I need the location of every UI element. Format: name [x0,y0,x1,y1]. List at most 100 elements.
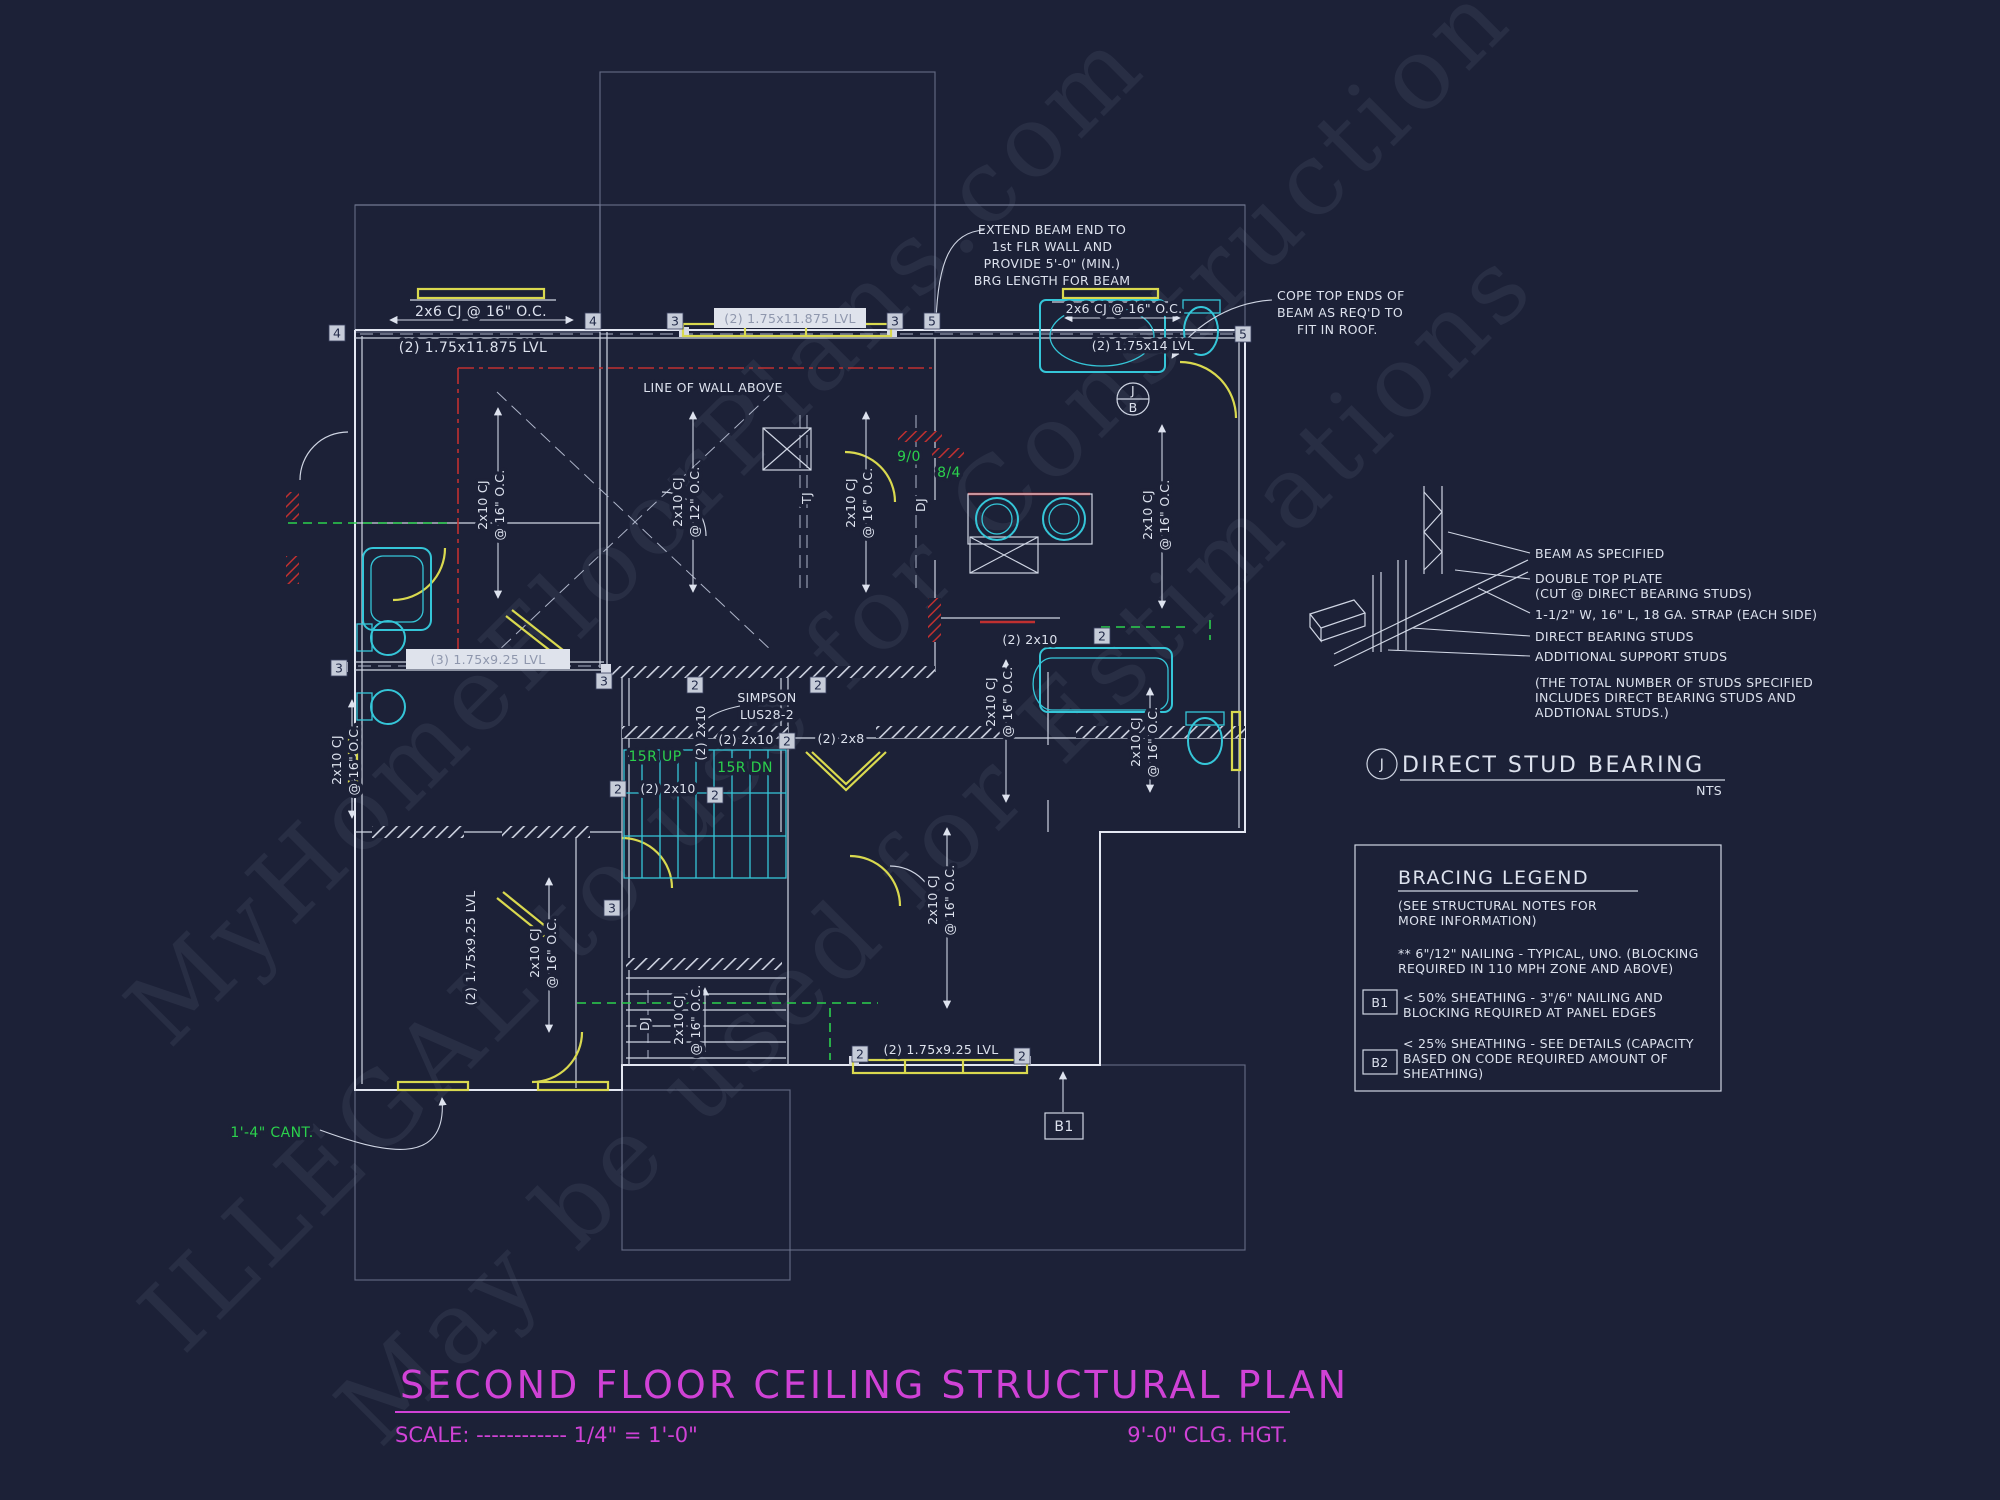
svg-text:SHEATHING): SHEATHING) [1403,1066,1483,1081]
svg-text:5: 5 [1239,327,1247,342]
plan-labels: 2x6 CJ @ 16" O.C. (2) 1.75x11.875 LVL (2… [227,298,1197,1145]
svg-text:3: 3 [600,674,608,689]
svg-text:B1: B1 [1371,995,1388,1010]
scale-note: SCALE: ------------ 1/4" = 1'-0" [395,1423,698,1447]
svg-text:DIRECT STUD BEARING: DIRECT STUD BEARING [1402,753,1705,778]
joist-tag: DJ [913,498,928,512]
plumbing-fixtures [356,299,1225,765]
svg-text:@ 16" O.C.: @ 16" O.C. [1000,666,1015,737]
svg-text:B1: B1 [1054,1119,1073,1135]
door-swing [392,547,447,602]
boxed-beam-label: (3) 1.75x9.25 LVL [406,649,570,669]
svg-text:5: 5 [928,314,936,329]
svg-text:(THE TOTAL NUMBER OF STUDS SPE: (THE TOTAL NUMBER OF STUDS SPECIFIED [1535,675,1813,690]
svg-text:@ 12" O.C.: @ 12" O.C. [687,466,702,537]
svg-text:NTS: NTS [1696,783,1722,798]
svg-text:@ 16" O.C.: @ 16" O.C. [346,724,361,795]
line-of-wall-label: LINE OF WALL ABOVE [643,380,782,395]
joist-label: 2x10 CJ [329,735,344,785]
lvl-beam-bottom [851,1058,1029,1075]
title-block: SECOND FLOOR CEILING STRUCTURAL PLAN SCA… [395,1363,1349,1447]
joist-tag: TJ [799,492,814,505]
joist-label: 2x6 CJ @ 16" O.C. [415,304,547,320]
b1-tag: B1 [1044,1112,1084,1140]
joist-tag: DJ [637,1017,652,1031]
stud-count: 9/0 [897,449,921,465]
svg-text:(3) 1.75x9.25 LVL: (3) 1.75x9.25 LVL [431,652,546,667]
svg-text:MORE INFORMATION): MORE INFORMATION) [1398,913,1537,928]
joist-span-arrows [347,313,1181,1033]
svg-text:** 6"/12" NAILING - TYPICAL, U: ** 6"/12" NAILING - TYPICAL, UNO. (BLOCK… [1398,946,1699,961]
svg-text:1-1/2" W, 16" L, 18 GA. STRAP: 1-1/2" W, 16" L, 18 GA. STRAP (EACH SIDE… [1535,607,1817,622]
cope-note: COPE TOP ENDS OF [1277,288,1405,303]
joist-label: 2x6 CJ @ 16" O.C. [1066,301,1183,316]
hanger-label: LUS28-2 [740,707,794,722]
stair-dn-label: 15R DN [717,760,773,776]
strap-lines [288,522,1211,1060]
svg-text:J: J [1379,757,1385,773]
bathtub-icon [362,547,432,631]
joist-label: 2x10 CJ [843,478,858,528]
svg-text:@ 16" O.C.: @ 16" O.C. [1157,479,1172,550]
watermark-estimation: May be used for Estimations [314,224,1557,1467]
beam-label: (2) 1.75x11.875 LVL [399,340,547,356]
svg-text:2: 2 [856,1047,864,1062]
toilet-icon [1185,711,1225,765]
svg-text:3: 3 [671,314,679,329]
svg-text:@ 16" O.C.: @ 16" O.C. [544,917,559,988]
svg-text:PROVIDE 5'-0" (MIN.): PROVIDE 5'-0" (MIN.) [984,256,1121,271]
extend-beam-note: EXTEND BEAM END TO [978,222,1126,237]
stud-hatch [898,431,942,442]
leader-lines [319,229,1273,1150]
svg-text:(CUT @ DIRECT BEARING STUDS): (CUT @ DIRECT BEARING STUDS) [1535,586,1752,601]
svg-text:DIRECT BEARING STUDS: DIRECT BEARING STUDS [1535,629,1694,644]
svg-text:B2: B2 [1371,1055,1388,1070]
svg-text:REQUIRED IN 110 MPH ZONE AND A: REQUIRED IN 110 MPH ZONE AND ABOVE) [1398,961,1673,976]
detail-title: J DIRECT STUD BEARING NTS [1366,748,1725,798]
ceiling-height-note: 9'-0" CLG. HGT. [1127,1423,1288,1447]
joist-label: 2x10 CJ [671,995,686,1045]
svg-text:< 25% SHEATHING - SEE DETAILS: < 25% SHEATHING - SEE DETAILS (CAPACITY [1403,1036,1694,1051]
svg-text:2: 2 [783,734,791,749]
notes: EXTEND BEAM END TO 1st FLR WALL AND PROV… [974,222,1405,337]
svg-text:(SEE STRUCTURAL NOTES FOR: (SEE STRUCTURAL NOTES FOR [1398,898,1597,913]
toilet-icon [1182,299,1221,356]
svg-text:BLOCKING REQUIRED AT PANEL EDG: BLOCKING REQUIRED AT PANEL EDGES [1403,1005,1656,1020]
svg-text:3: 3 [335,661,343,676]
joist-label: 2x10 CJ [925,875,940,925]
boxed-beam-label: (2) 1.75x11.875 LVL [714,308,866,328]
bathtub-icon [1039,299,1166,373]
joist-label: 2x10 CJ [475,480,490,530]
svg-text:BEAM AS REQ'D TO: BEAM AS REQ'D TO [1277,305,1403,320]
joist-label: 2x10 CJ [670,477,685,527]
svg-text:@ 16" O.C.: @ 16" O.C. [860,467,875,538]
svg-text:2: 2 [1018,1049,1026,1064]
svg-text:2: 2 [1098,629,1106,644]
svg-text:@ 16" O.C.: @ 16" O.C. [1145,706,1160,777]
beam-label: (2) 1.75x14 LVL [1092,338,1194,353]
beam-label: (2) 1.75x9.25 LVL [884,1042,999,1057]
svg-text:BASED ON CODE REQUIRED AMOUNT: BASED ON CODE REQUIRED AMOUNT OF [1403,1051,1668,1066]
beam-label: (2) 1.75x9.25 LVL [463,891,478,1006]
stair-up-label: 15R UP [628,749,681,765]
beam-label: (2) 2x10 [1002,632,1057,647]
svg-text:BRG LENGTH FOR BEAM: BRG LENGTH FOR BEAM [974,273,1131,288]
stud-count: 8/4 [937,465,961,481]
svg-text:2: 2 [814,678,822,693]
window [416,287,546,300]
drawing-title: SECOND FLOOR CEILING STRUCTURAL PLAN [400,1363,1349,1407]
svg-text:1st FLR WALL AND: 1st FLR WALL AND [992,239,1113,254]
svg-text:B: B [1129,400,1138,415]
svg-text:DOUBLE TOP PLATE: DOUBLE TOP PLATE [1535,571,1663,586]
svg-text:@ 16" O.C.: @ 16" O.C. [942,864,957,935]
cantilever-label: 1'-4" CANT. [230,1125,313,1141]
joist-label: 2x10 CJ [527,928,542,978]
beam-label: (2) 2x10 [693,705,708,760]
toilet-icon [356,620,406,725]
svg-text:2: 2 [614,782,622,797]
svg-text:J: J [1130,383,1135,398]
beam-label: (2) 2x10 [718,732,773,747]
svg-text:ADDITIONAL SUPPORT STUDS: ADDITIONAL SUPPORT STUDS [1535,649,1727,664]
joist-label: 2x10 CJ [1128,717,1143,767]
